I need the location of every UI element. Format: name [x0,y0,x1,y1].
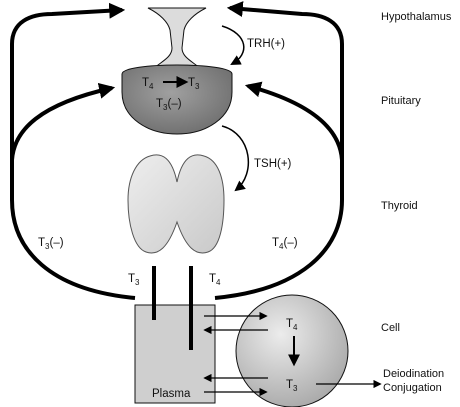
trh-arrow [221,25,245,66]
pituitary-label: Pituitary [381,95,421,107]
target-cell [235,294,349,407]
hypothalamus-label: Hypothalamus [381,11,452,23]
cell-t3-label: T3 [286,379,298,393]
pituitary-t3-feedback-label: T3(–) [156,98,182,112]
left-loop-t3-label: T3(–) [38,237,64,251]
thyroid-label: Thyroid [381,200,418,212]
right-inner-feedback-loop [244,81,344,161]
right-loop-t4-label: T4(–) [272,237,298,251]
right-feedback-loop [214,1,344,300]
plasma-t4-label: T4 [209,273,221,287]
pituitary-gland [121,64,233,135]
trh-label: TRH(+) [247,38,285,50]
left-feedback-loop [10,2,136,300]
plasma-compartment [134,304,216,404]
deiodination-label: Deiodination [383,368,444,380]
tsh-label: TSH(+) [254,158,292,170]
plasma-t3-label: T3 [128,273,140,287]
hypothalamus-stalk [147,7,207,71]
pituitary-t3-label: T3 [188,77,200,91]
tsh-arrow [221,125,250,192]
pituitary-t4-label: T4 [142,77,154,91]
conjugation-label: Conjugation [383,382,442,394]
cell-label: Cell [381,322,400,334]
thyroid-gland [127,154,225,254]
plasma-label: Plasma [152,388,191,400]
cell-t4-label: T4 [286,318,298,332]
left-inner-feedback-loop [10,82,116,161]
